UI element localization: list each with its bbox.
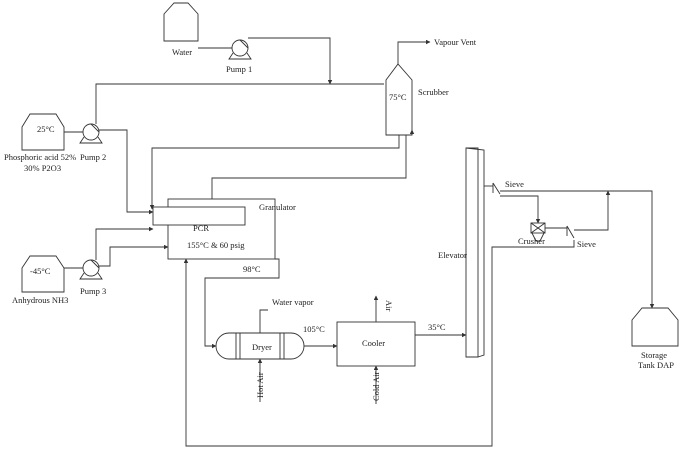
sieve-1	[492, 182, 501, 195]
label-tank-dap: Tank DAP	[638, 360, 674, 370]
label-cooler: Cooler	[362, 338, 385, 348]
water-tank	[163, 2, 199, 42]
label-anhydrous-nh3: Anhydrous NH3	[12, 295, 68, 305]
label-crusher: Crusher	[518, 236, 545, 246]
pcr-reactor-pipe	[152, 206, 246, 226]
label-temp-105: 105°C	[303, 324, 325, 334]
label-vapour-vent: Vapour Vent	[434, 37, 477, 47]
label-dryer: Dryer	[252, 342, 272, 352]
label-pcr-conditions: 155°C & 60 psig	[187, 240, 245, 250]
label-phosphoric-temp: 25°C	[37, 124, 55, 134]
label-cold-air: Cold Air	[371, 371, 381, 401]
label-sieve-2: Sieve	[577, 239, 596, 249]
label-temp-98: 98°C	[243, 264, 261, 274]
label-air: Air	[384, 300, 394, 312]
label-water: Water	[172, 47, 192, 57]
label-pump-2: Pump 2	[80, 152, 106, 162]
pump-1	[228, 39, 252, 60]
pump-3	[79, 259, 103, 280]
label-granulator: Granulator	[259, 202, 296, 212]
bucket-elevator	[465, 147, 479, 358]
label-sieve-1: Sieve	[505, 179, 524, 189]
label-scrubber: Scrubber	[418, 87, 449, 97]
label-elevator: Elevator	[438, 250, 467, 260]
storage-tank-dap	[631, 307, 679, 347]
label-pump-1: Pump 1	[226, 64, 252, 74]
label-temp-35: 35°C	[428, 322, 446, 332]
sieve-2	[566, 225, 575, 239]
label-pump-3: Pump 3	[80, 286, 106, 296]
phosphoric-acid-tank	[21, 113, 65, 151]
label-storage: Storage	[641, 350, 667, 360]
label-water-vapor: Water vapor	[272, 297, 314, 307]
label-hot-air: Hot Air	[255, 372, 265, 398]
label-phosphoric-acid: Phosphoric acid 52%	[4, 152, 76, 162]
label-nh3-temp: -45°C	[30, 266, 51, 276]
label-phosphoric-p2o3: 30% P2O3	[24, 163, 61, 173]
pump-2	[79, 123, 103, 144]
label-scrubber-temp: 75°C	[389, 92, 407, 102]
label-pcr: PCR	[193, 223, 209, 233]
scrubber	[385, 63, 413, 136]
